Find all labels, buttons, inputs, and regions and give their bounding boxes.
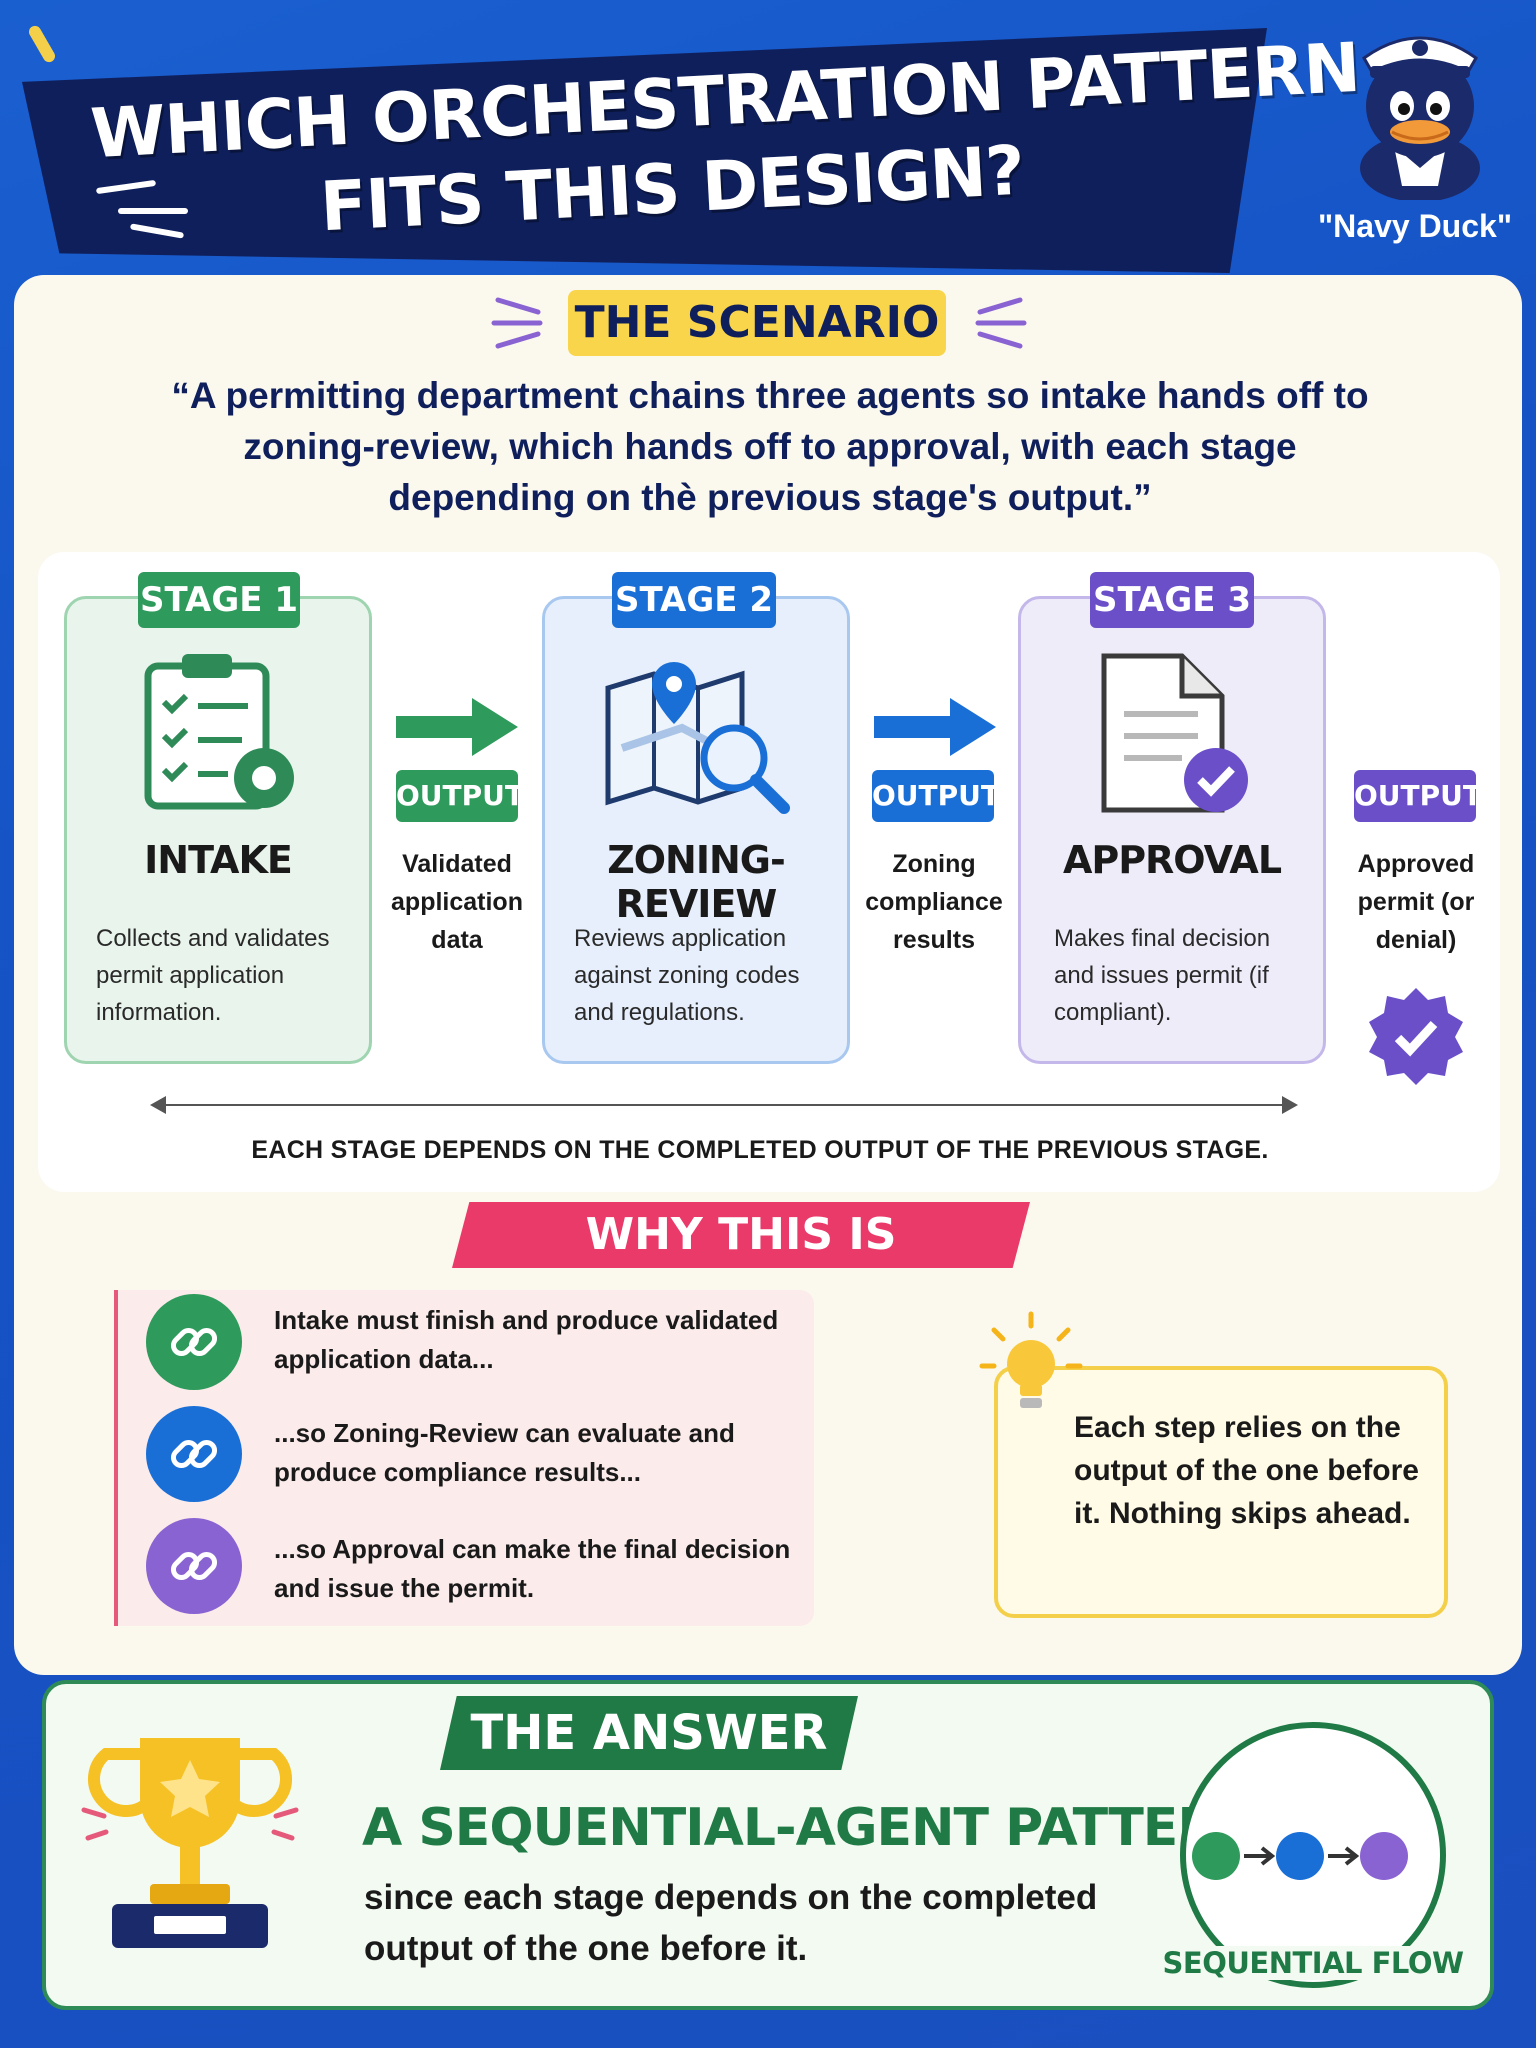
link-icon: [170, 1327, 218, 1357]
why-heading: WHY THIS IS SEQUENTIAL: [452, 1202, 1030, 1268]
key-insight-box: [994, 1366, 1448, 1618]
stage-card-intake: [64, 596, 372, 1064]
approved-badge-icon: [1369, 988, 1463, 1085]
confetti-decoration: [26, 23, 58, 65]
stage-description: Collects and validates permit applicatio…: [96, 925, 330, 1026]
link-icon: [170, 1439, 218, 1469]
output-text: Zoning compliance results: [865, 850, 1003, 954]
output-tag: OUTPUT: [1354, 770, 1482, 822]
output-tag: OUTPUT: [396, 770, 524, 822]
reason-text: ...so Zoning-Review can evaluate and pro…: [274, 1418, 735, 1487]
stage-name: APPROVAL: [1062, 838, 1282, 882]
answer-heading: THE ANSWER: [440, 1696, 858, 1770]
stage-name: INTAKE: [144, 838, 293, 882]
lightbulb-icon: [979, 1311, 1083, 1408]
clipboard-gear-icon: [144, 654, 294, 810]
arrow-right-icon: [396, 698, 518, 756]
sequential-flow-label: SEQUENTIAL FLOW: [1150, 1946, 1476, 1980]
output-tag: OUTPUT: [872, 770, 1000, 822]
stage-name: ZONING-REVIEW: [607, 838, 786, 926]
reason-text: ...so Approval can make the final decisi…: [274, 1534, 791, 1603]
scenario-heading: THE SCENARIO: [568, 290, 946, 356]
key-insight-text: Each step relies on the output of the on…: [1074, 1411, 1419, 1530]
stage-label: STAGE 2: [612, 572, 776, 628]
stage-description: Makes final decision and issues permit (…: [1054, 925, 1271, 1026]
trophy-icon: [81, 1738, 299, 1948]
navy-duck-mascot-icon: [1360, 36, 1480, 200]
scenario-quote: “A permitting department chains three ag…: [171, 375, 1369, 518]
dependency-note: EACH STAGE DEPENDS ON THE COMPLETED OUTP…: [251, 1136, 1269, 1164]
output-text: Validated application data: [391, 850, 523, 954]
document-check-icon: [1101, 653, 1248, 813]
stage-label: STAGE 3: [1090, 572, 1254, 628]
map-search-icon: [605, 662, 790, 814]
burst-right-icon: [975, 297, 1027, 349]
spark-decoration: [118, 208, 188, 214]
arrowhead-right-icon: [1282, 1096, 1298, 1114]
burst-left-icon: [491, 297, 543, 349]
answer-explanation: since each stage depends on the complete…: [364, 1878, 1098, 1968]
answer-main: A SEQUENTIAL-AGENT PATTERN,: [362, 1798, 1279, 1858]
stage-label: STAGE 1: [138, 572, 300, 628]
stage-card-zoning-review: [542, 596, 850, 1064]
link-icon: [170, 1551, 218, 1581]
arrowhead-left-icon: [150, 1096, 166, 1114]
arrow-right-icon: [874, 698, 996, 756]
sequential-flow-icon: [1192, 1832, 1408, 1880]
reason-text: Intake must finish and produce validated…: [274, 1305, 779, 1374]
mascot-name: "Navy Duck": [1318, 208, 1512, 244]
output-text: Approved permit (or denial): [1357, 850, 1475, 954]
stage-description: Reviews application against zoning codes…: [574, 925, 800, 1026]
dependency-line: [152, 1104, 1296, 1106]
